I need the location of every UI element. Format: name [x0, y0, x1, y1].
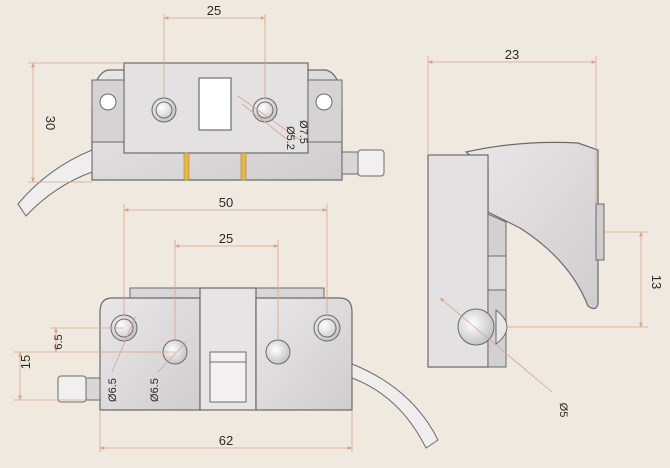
side-view-dim-pin: Ø5: [557, 403, 569, 418]
side-view-slot: [487, 255, 507, 291]
front-view-dim-hole-left: Ø6.5: [107, 378, 119, 402]
top-view-slot-left: [183, 152, 190, 181]
side-view-hook: [464, 141, 599, 310]
side-view-dim-width: 23: [505, 47, 519, 62]
front-view-dim-left-offset: 6.5: [53, 334, 65, 349]
side-view-tab: [595, 203, 605, 261]
front-view-lever: [351, 363, 439, 449]
side-view-pin: [457, 308, 495, 346]
top-view-ear-hole-right: [315, 93, 333, 111]
top-view-left-ear: [91, 79, 125, 143]
top-view-ear-hole-left: [99, 93, 117, 111]
top-view-dim-hole-inner: Ø5.2: [284, 126, 296, 150]
front-view: 50 25 62 6.5 15 Ø6.5 Ø6.5: [14, 195, 439, 452]
top-view-dim-height: 30: [43, 116, 58, 130]
side-view: 23 13 Ø5: [427, 47, 664, 418]
top-view-hole-right-inner: [256, 101, 274, 119]
front-view-dim-inner-spacing: 25: [219, 231, 233, 246]
top-view-dim-hole-outer: Ø7.5: [297, 120, 309, 144]
front-view-dim-outer-spacing: 50: [219, 195, 233, 210]
top-view: 25 30 Ø7.5 Ø5.2: [17, 3, 385, 217]
front-view-hole-right-inner: [317, 318, 337, 338]
top-view-right-ear: [307, 79, 343, 143]
top-view-pin: [357, 149, 385, 177]
side-view-pin-head: [495, 308, 508, 346]
side-view-dim-height: 13: [649, 275, 664, 289]
top-view-window: [198, 77, 232, 131]
top-view-dim-width: 25: [207, 3, 221, 18]
front-view-center-window: [209, 351, 247, 403]
top-view-hole-left-inner: [155, 101, 173, 119]
front-view-hole-right-low: [265, 339, 291, 365]
top-view-pin-base: [341, 151, 359, 175]
front-view-dim-hole-mid: Ø6.5: [149, 378, 161, 402]
front-view-dim-left-height: 15: [18, 355, 33, 369]
front-view-pin: [57, 375, 87, 403]
front-view-dim-total-width: 62: [219, 433, 233, 448]
top-view-lever: [17, 149, 93, 217]
top-view-slot-right: [240, 152, 247, 181]
